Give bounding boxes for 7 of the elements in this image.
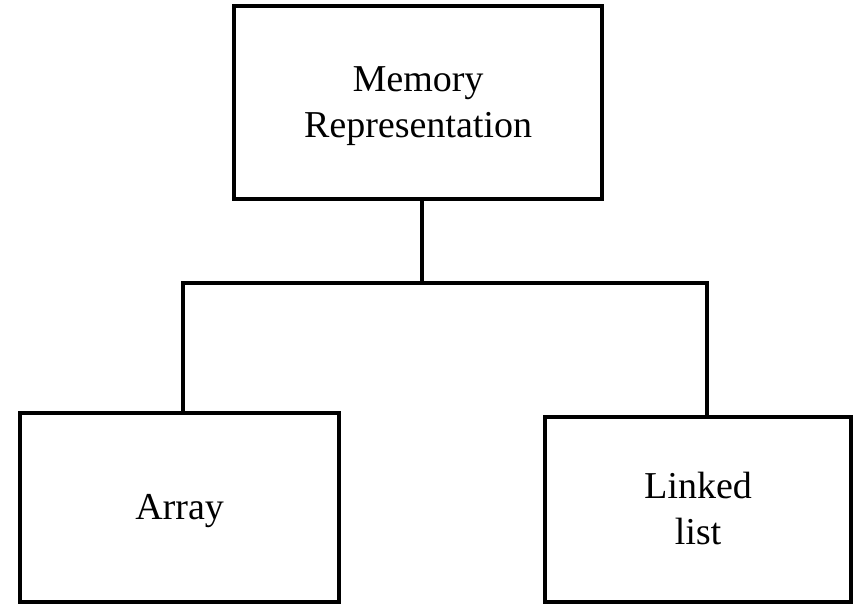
connector-line bbox=[420, 201, 709, 415]
box-label: Array bbox=[135, 484, 224, 530]
box-label: Memory Representation bbox=[303, 56, 533, 148]
box-label: Linked list bbox=[643, 464, 753, 554]
box bbox=[18, 411, 341, 604]
box bbox=[543, 415, 853, 604]
box bbox=[232, 4, 604, 201]
